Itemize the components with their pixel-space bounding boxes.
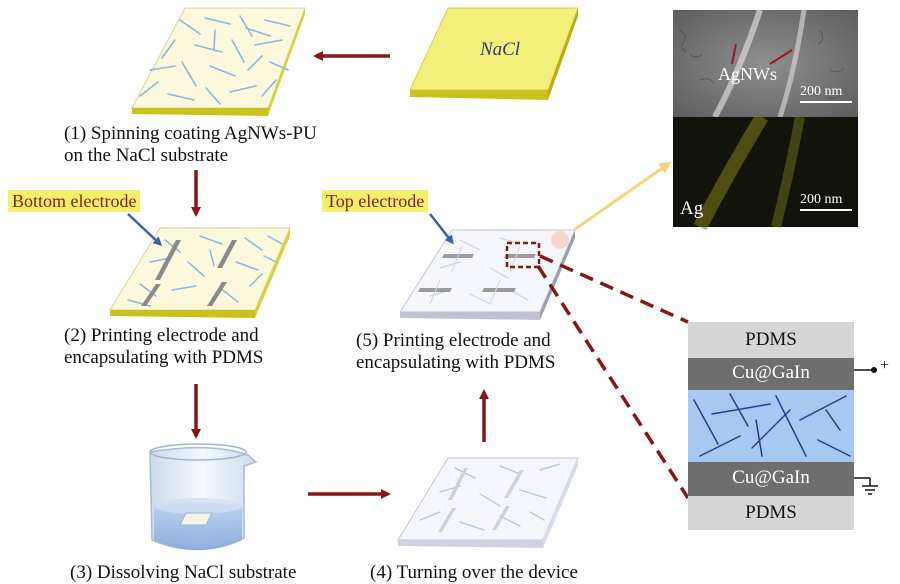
sem-image-bottom — [673, 113, 858, 231]
layer-top-pdms — [688, 322, 854, 358]
cross-section — [688, 322, 878, 530]
stack-bottom-pdms-label: PDMS — [745, 502, 797, 523]
step5-caption-line1: (5) Printing electrode and — [356, 330, 551, 351]
top-electrode-tag: Top electrode — [322, 190, 429, 212]
sem-scale-bottom: 200 nm — [800, 192, 843, 207]
layer-composite — [688, 390, 854, 462]
beaker-icon — [149, 443, 258, 551]
sem-pointer-arrow — [573, 161, 672, 232]
sem-image-top — [673, 9, 858, 119]
zoom-line-top — [539, 254, 689, 324]
layer-bottom-electrode — [688, 462, 854, 496]
bottom-electrode-pointer — [127, 213, 163, 247]
nacl-substrate: NaCl — [409, 7, 579, 100]
step5-device — [399, 229, 576, 320]
zoom-box — [505, 241, 541, 269]
nanowires — [139, 15, 291, 105]
step4-caption: (4) Turning over the device — [370, 562, 578, 583]
stack-bottom-electrode-label: Cu@GaIn — [732, 467, 810, 488]
step4-device — [397, 457, 579, 548]
top-electrode-pointer — [429, 213, 454, 245]
positive-terminal-icon — [871, 367, 877, 373]
stack-top-electrode-label: Cu@GaIn — [732, 362, 810, 383]
step3-caption: (3) Dissolving NaCl substrate — [70, 562, 297, 583]
sem-agnws-label: AgNWs — [718, 64, 777, 84]
bottom-electrode-strips — [141, 240, 237, 306]
step2-device — [109, 227, 291, 318]
step1-caption-line1: (1) Spinning coating AgNWs-PU — [64, 123, 317, 144]
zoom-line-bottom — [536, 265, 690, 499]
layer-top-electrode — [688, 358, 854, 390]
sem-scale-top: 200 nm — [800, 84, 843, 99]
step1-caption-line2: on the NaCl substrate — [64, 145, 229, 166]
stack-top-pdms-label: PDMS — [745, 329, 797, 350]
sem-ag-label: Ag — [680, 198, 704, 219]
step2-caption-line1: (2) Printing electrode and — [64, 325, 259, 346]
nacl-label: NaCl — [479, 39, 520, 60]
step2-caption-line2: encapsulating with PDMS — [64, 347, 264, 368]
layer-bottom-pdms — [688, 496, 854, 530]
ground-icon — [862, 485, 878, 495]
bottom-electrode-tag: Bottom electrode — [8, 190, 141, 212]
step5-caption-line2: encapsulating with PDMS — [356, 352, 556, 373]
step1-substrate — [131, 7, 306, 116]
plus-sign: + — [880, 357, 890, 374]
probe-spot — [551, 231, 569, 249]
